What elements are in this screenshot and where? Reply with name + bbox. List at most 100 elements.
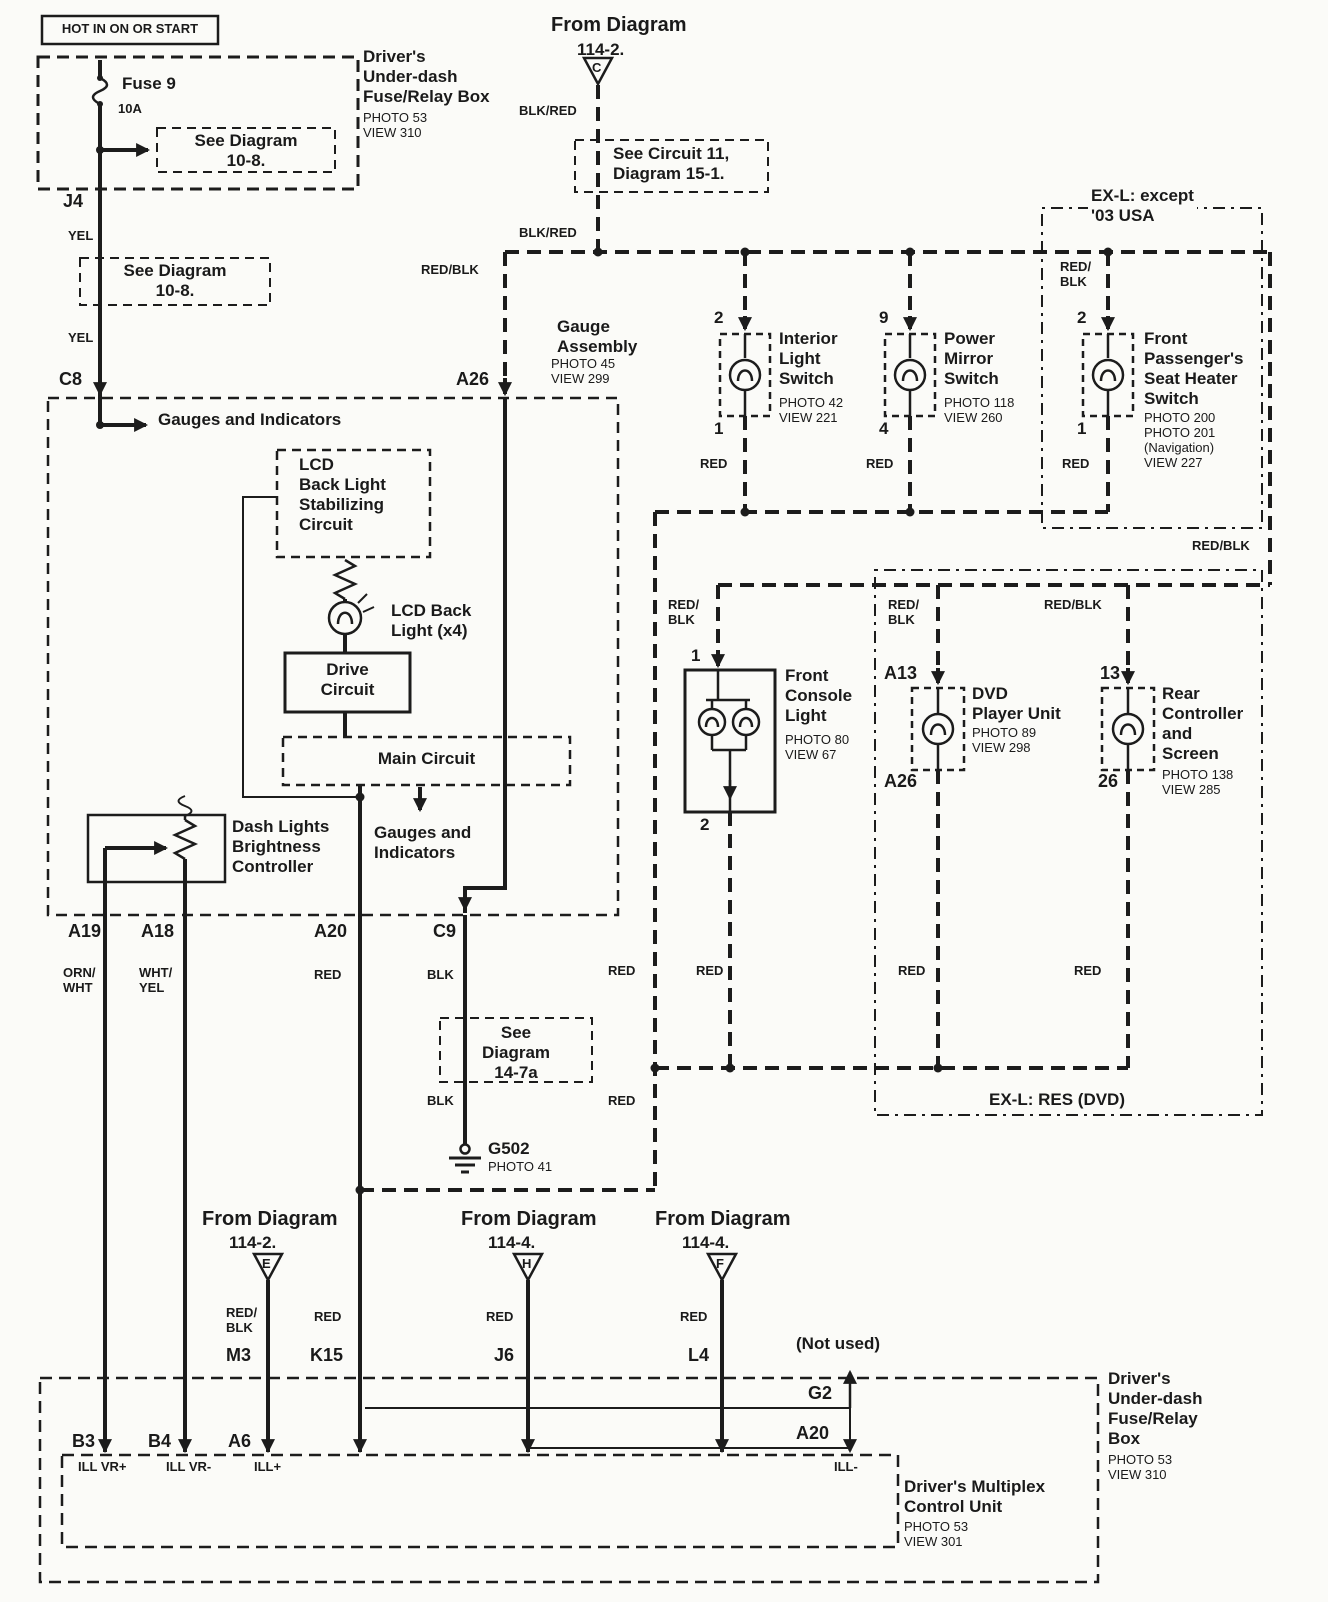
connector-triangle-f — [705, 1252, 739, 1283]
ground-g502-label: G502 — [488, 1139, 530, 1158]
wire-label-red-console: RED — [696, 963, 724, 978]
exl-res-region-label: EX-L: RES (DVD) — [986, 1090, 1128, 1110]
see-diagram-147a-note: See Diagram 14-7a — [481, 1023, 551, 1082]
seat-pin-bottom: 1 — [1077, 419, 1087, 438]
console-light-internals — [697, 670, 761, 812]
wire-label-yel-1: YEL — [68, 228, 94, 243]
from-diagram-f: From Diagram — [655, 1208, 791, 1230]
rear-lamp-icon — [1111, 688, 1145, 770]
fuse-terminal-bottom — [97, 101, 103, 107]
console-photo: PHOTO 80 — [785, 732, 850, 747]
multiplex-title: Driver's Multiplex Control Unit — [904, 1477, 1046, 1516]
connector-b4: B4 — [148, 1431, 172, 1451]
dvd-photo: PHOTO 89 — [972, 725, 1037, 740]
wire-dvd-rear-top — [936, 585, 1130, 668]
lcd-stabilizing-box — [275, 448, 432, 559]
dvd-lamp-icon — [921, 688, 955, 770]
see-diagram-note-2: See Diagram 10-8. — [123, 261, 227, 300]
relaybox-title-bottom: Driver's Under-dash Fuse/Relay Box — [1108, 1369, 1203, 1448]
junction-dots — [96, 146, 1113, 1195]
console-name: Front Console Light — [785, 666, 853, 725]
connector-j4: J4 — [63, 191, 84, 211]
from-ref-c: 114-2. — [577, 40, 625, 59]
feedback-loop — [242, 496, 358, 798]
connector-m3: M3 — [226, 1345, 252, 1365]
mirror-view: VIEW 260 — [944, 410, 1003, 425]
wire-label-blkred-1: BLK/RED — [519, 103, 577, 118]
hot-label: HOT IN ON OR START — [61, 21, 199, 36]
wire-label-yel-2: YEL — [68, 330, 94, 345]
dash-lights-box — [86, 813, 227, 884]
rear-view: VIEW 285 — [1162, 782, 1221, 797]
fuse-relay-box-bottom — [38, 1376, 1100, 1584]
fuse-terminal-top — [97, 75, 103, 81]
wire-label-whtyel: WHT/ YEL — [139, 965, 173, 995]
from-ref-f: 114-4. — [682, 1233, 730, 1252]
wire-label-ornwht: ORN/ WHT — [63, 965, 96, 995]
console-pin-top: 1 — [691, 646, 701, 665]
dvd-name: DVD Player Unit — [972, 684, 1061, 723]
triangle-letter-h: H — [522, 1256, 532, 1271]
mirror-pin-bottom: 4 — [879, 419, 889, 438]
seat-photo1: PHOTO 200 — [1144, 410, 1216, 425]
see-circuit-box — [574, 139, 769, 193]
connector-a18: A18 — [141, 921, 175, 941]
wire-label-redblk-right: RED/BLK — [1192, 538, 1250, 553]
connector-a6: A6 — [228, 1431, 252, 1451]
wire-lamp-returns — [728, 770, 1130, 1068]
interior-wire-label: RED — [700, 456, 728, 471]
mirror-wire-label: RED — [866, 456, 894, 471]
rear-pin-bottom: 26 — [1098, 771, 1119, 791]
see-diagram-note-1: See Diagram 10-8. — [194, 131, 298, 170]
lcd-backlight-label: LCD Back Light (x4) — [391, 601, 472, 640]
console-wire-top-label: RED/ BLK — [668, 597, 700, 627]
fuse-label: Fuse 9 — [122, 74, 176, 93]
rear-photo: PHOTO 138 — [1162, 767, 1234, 782]
multiplex-view: VIEW 301 — [904, 1534, 963, 1549]
seat-view: VIEW 227 — [1144, 455, 1203, 470]
see-diagram-box-1 — [156, 127, 336, 173]
gauges-indicators-bottom: Gauges and Indicators — [374, 823, 472, 862]
dvd-pin-top: A13 — [884, 663, 918, 683]
wire-label-red-a20: RED — [314, 967, 342, 982]
mirror-name: Power Mirror Switch — [944, 329, 999, 388]
symbols-layer — [91, 56, 1145, 1283]
resistor-icon-lcd — [331, 558, 359, 601]
wire-label-blk-c9: BLK — [427, 967, 454, 982]
wire-label-blk-2: BLK — [427, 1093, 454, 1108]
gauge-assembly-box — [46, 396, 620, 917]
relaybox-photo-bottom: PHOTO 53 — [1108, 1452, 1173, 1467]
lcd-stabilizing-label: LCD Back Light Stabilizing Circuit — [299, 455, 386, 534]
seat-nav-note: (Navigation) — [1144, 440, 1215, 455]
lcd-backlight-lamp-icon — [327, 593, 375, 636]
interior-lamp-icon — [728, 334, 762, 416]
connector-j6: J6 — [494, 1345, 515, 1365]
g2-a20-links — [365, 1407, 851, 1449]
multiplex-photo: PHOTO 53 — [904, 1519, 969, 1534]
seat-wire-top-label: RED/ BLK — [1060, 259, 1092, 289]
wires-solid — [98, 60, 724, 1452]
triangle-letter-c: C — [592, 60, 602, 75]
wire-label-redblk-a26: RED/BLK — [421, 262, 479, 277]
exl-region-label: EX-L: except '03 USA — [1088, 186, 1197, 226]
fuse-rating: 10A — [118, 101, 142, 116]
wire-label-red-dvd: RED — [898, 963, 926, 978]
wire-label-red-rear: RED — [1074, 963, 1102, 978]
wire-label-red-bus1: RED — [608, 963, 636, 978]
mirror-lamp-icon — [893, 334, 927, 416]
triangle-letter-f: F — [716, 1256, 724, 1271]
relaybox-view-top: VIEW 310 — [363, 125, 422, 140]
drive-circuit-box — [283, 651, 412, 714]
relaybox-view-bottom: VIEW 310 — [1108, 1467, 1167, 1482]
gauge-view: VIEW 299 — [551, 371, 610, 386]
connector-triangle-c — [581, 56, 615, 87]
wire-label-j6: RED — [486, 1309, 514, 1324]
dvd-pin-bottom: A26 — [884, 771, 918, 791]
interior-view: VIEW 221 — [779, 410, 838, 425]
fuse-relay-box-top — [36, 55, 360, 191]
relaybox-photo-top: PHOTO 53 — [363, 110, 428, 125]
gauge-title: Gauge Assembly — [557, 317, 638, 356]
triangle-letter-e: E — [262, 1256, 271, 1271]
connector-a19: A19 — [68, 921, 102, 941]
